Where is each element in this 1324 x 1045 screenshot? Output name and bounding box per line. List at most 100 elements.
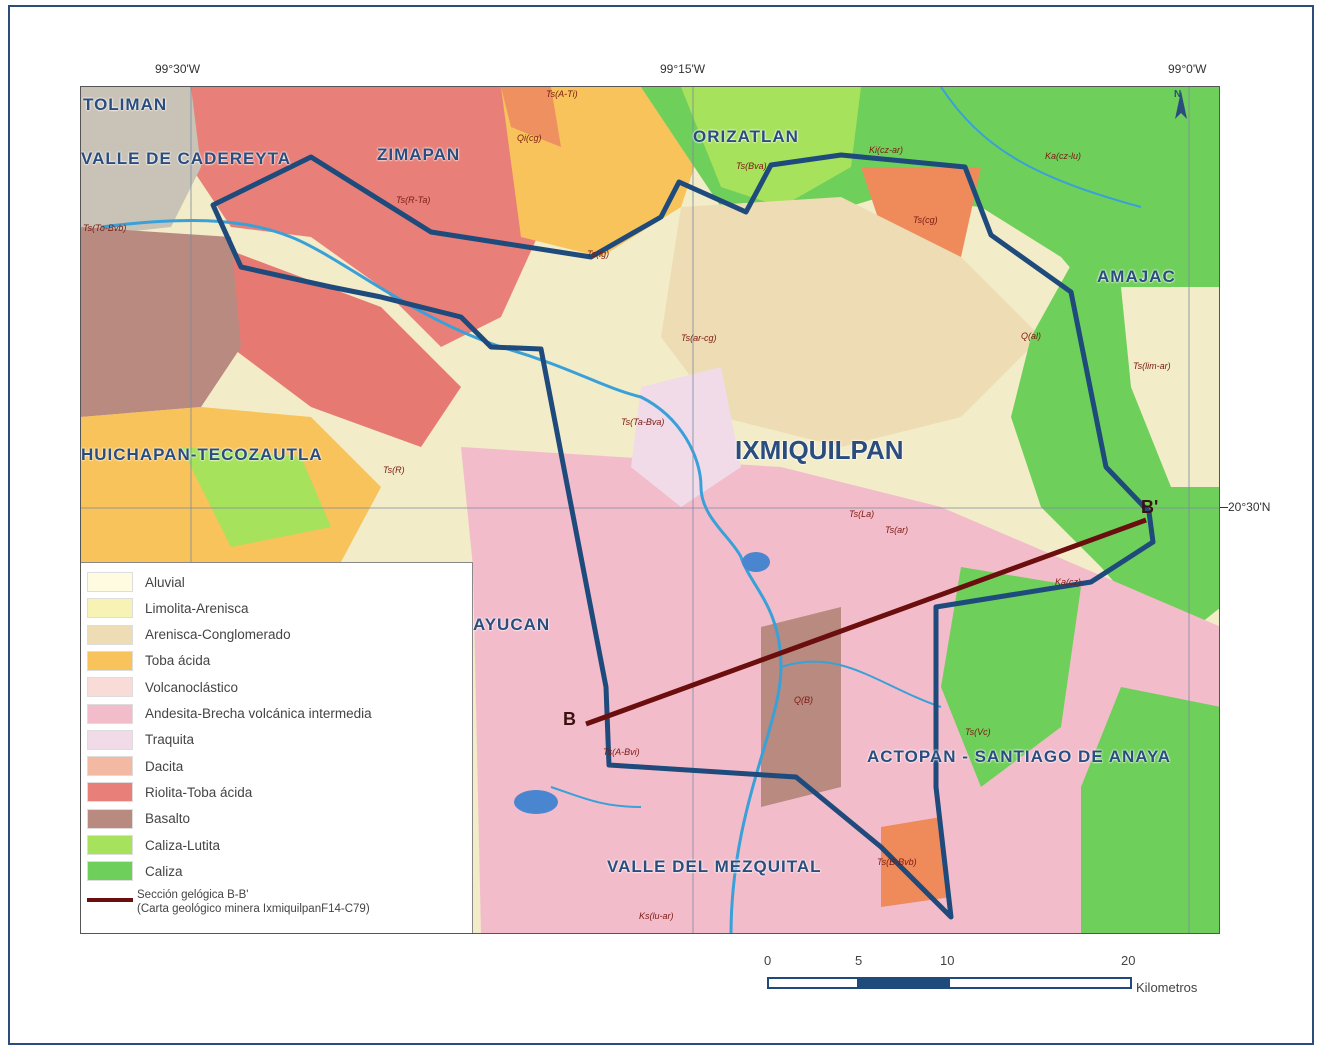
scale-tick-5: 5 [855, 953, 863, 968]
legend-section-line-swatch [87, 898, 133, 902]
river-branch-east [780, 660, 942, 708]
unit-label: Ts(lim-ar) [1133, 361, 1171, 371]
latitude-label: 20°30'N [1228, 500, 1271, 514]
scale-tick-0: 0 [764, 953, 772, 968]
dacite-patch-south [881, 817, 951, 907]
scale-unit-label: Kilometros [1136, 980, 1198, 995]
unit-label: Ts(cg) [913, 215, 938, 225]
legend-label: Riolita-Toba ácida [145, 784, 253, 800]
scale-tick-20: 20 [1121, 953, 1136, 968]
rhyolite-area-west [221, 247, 461, 447]
unit-label: Ts(R-Ta) [396, 195, 431, 205]
section-line-b-bprime[interactable] [585, 517, 1147, 727]
longitude-label-left: 99°30'W [155, 62, 201, 76]
north-arrow-icon [1175, 91, 1187, 119]
unit-label: Ts(La) [849, 509, 875, 519]
legend-item: Limolita-Arenisca [87, 598, 249, 619]
north-label: N [1174, 89, 1182, 100]
legend-swatch [87, 703, 133, 724]
region-label-ixmiquilpan: IXMIQUILPAN [735, 435, 904, 465]
region-label-huichapan: HUICHAPAN-TECOZAUTLA [81, 445, 323, 464]
limestone-area-south-east [1081, 687, 1219, 933]
unit-label: Ki(cz-ar) [869, 145, 903, 155]
study-area-boundary[interactable] [210, 152, 1156, 920]
legend-swatch [87, 782, 133, 803]
limestone-shale-area-north [681, 87, 861, 207]
region-label-valle-mezquital: VALLE DEL MEZQUITAL [607, 857, 822, 876]
legend-label: Arenisca-Conglomerado [145, 627, 291, 643]
legend-label: Dacita [145, 758, 184, 774]
legend-section-note: Sección gelógica B-B' (Carta geológico m… [137, 888, 370, 916]
map-canvas [81, 87, 1219, 933]
unit-label: Ts(Bva) [736, 161, 767, 171]
legend-swatch [87, 729, 133, 750]
legend-item: Dacita [87, 756, 184, 777]
sandstone-area-center [661, 197, 1041, 447]
legend-section-title: Sección gelógica B-B' [137, 889, 249, 901]
region-label-toliman: TOLIMAN [83, 95, 168, 114]
unit-label: Ts(Ta-Bva) [621, 417, 665, 427]
alluvial-area-east [1121, 287, 1219, 487]
legend-swatch [87, 861, 133, 882]
limestone-patch-huichapan [181, 447, 331, 547]
longitude-label-right: 99°0'W [1168, 62, 1207, 76]
legend-swatch [87, 572, 133, 592]
limestone-patch-southeast [941, 567, 1081, 787]
unit-label: Ts(A-Ti) [546, 89, 578, 99]
scale-tick-10: 10 [940, 953, 955, 968]
legend-section-source: (Carta geológico minera IxmiquilpanF14-C… [137, 903, 370, 915]
river-north [940, 87, 1142, 208]
unit-label: Ts(ar-cg) [681, 333, 717, 343]
unit-label: Ts(B-Bvb) [877, 857, 917, 867]
legend-label: Aluvial [145, 574, 185, 590]
legend-item: Caliza [87, 861, 183, 882]
region-label-valle-cadereyta: VALLE DE CADEREYTA [81, 149, 292, 168]
unit-label: Ts(lg) [587, 249, 610, 259]
unit-label: Qi(cg) [517, 133, 542, 143]
legend-item: Traquita [87, 729, 194, 750]
section-point-b: B [563, 709, 576, 729]
section-point-b-prime: B' [1141, 497, 1159, 517]
unit-label: Ts(Vc) [965, 727, 991, 737]
unit-label: Ks(lu-ar) [639, 911, 674, 921]
unit-label: Ts(ar) [885, 525, 909, 535]
legend-label: Andesita-Brecha volcánica intermedia [145, 706, 372, 721]
legend-label: Caliza [145, 863, 183, 879]
legend-item: Arenisca-Conglomerado [87, 624, 291, 645]
legend-item: Aluvial [87, 572, 185, 592]
unit-label: Ka(cz) [1055, 577, 1082, 587]
region-label-actopan: ACTOPAN - SANTIAGO DE ANAYA [867, 747, 1172, 766]
legend-swatch [87, 650, 133, 671]
legend-swatch [87, 756, 133, 777]
legend-item: Volcanoclástico [87, 677, 238, 698]
legend-item: Basalto [87, 808, 190, 829]
legend-item: Riolita-Toba ácida [87, 782, 253, 803]
legend-item: Toba ácida [87, 650, 210, 671]
legend-item: Andesita-Brecha volcánica intermedia [87, 703, 372, 724]
reservoir [742, 552, 770, 572]
legend-label: Limolita-Arenisca [145, 600, 249, 616]
scale-bar-segment-3 [948, 977, 1132, 989]
legend-swatch [87, 624, 133, 645]
region-label-zimapan: ZIMAPAN [377, 145, 461, 164]
legend-swatch [87, 835, 133, 855]
unit-label: Ka(cz-lu) [1045, 151, 1082, 161]
legend-swatch [87, 598, 133, 619]
unit-label: Ts(To-Bvb) [83, 223, 127, 233]
legend-swatch [87, 808, 133, 829]
region-label-orizatlan: ORIZATLAN [693, 127, 799, 146]
unit-label: Ts(A-Bvi) [603, 747, 640, 757]
unit-label: Q(al) [1021, 331, 1041, 341]
latitude-tick [1218, 507, 1228, 508]
dacite-patch-north [501, 87, 561, 147]
longitude-label-mid: 99°15'W [660, 62, 706, 76]
basalt-area-west [81, 227, 241, 417]
unit-label: Q(B) [794, 695, 813, 705]
geologic-map[interactable]: TOLIMAN VALLE DE CADEREYTA ZIMAPAN ORIZA… [80, 86, 1220, 934]
rhyolite-area-north [181, 87, 551, 347]
unit-label: Ts(R) [383, 465, 405, 475]
reservoir-south [514, 790, 558, 814]
legend-label: Caliza-Lutita [145, 837, 221, 853]
region-label-alfajayucan: AYUCAN [473, 615, 551, 634]
